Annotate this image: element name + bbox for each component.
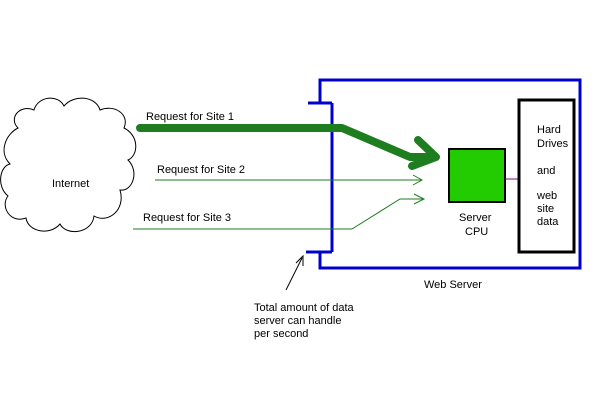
storage-line-3: and xyxy=(537,165,555,177)
request-site-1: Request for Site 1 xyxy=(136,111,440,170)
storage-line-5: site xyxy=(537,203,554,215)
annotation-line-3: per second xyxy=(254,328,308,340)
storage-line-2: Drives xyxy=(537,138,569,150)
request-site-2-label: Request for Site 2 xyxy=(157,164,245,176)
bandwidth-annotation: Total amount of data server can handle p… xyxy=(254,254,355,340)
internet-label: Internet xyxy=(52,178,89,190)
cpu-label-line2: CPU xyxy=(465,226,488,238)
cpu-label-line1: Server xyxy=(459,212,492,224)
request-site-3-line xyxy=(133,198,424,230)
server-cpu: Server CPU xyxy=(448,148,506,238)
request-site-3-arrowhead xyxy=(413,193,426,205)
cpu-box xyxy=(448,148,506,203)
annotation-line-2: server can handle xyxy=(254,315,341,327)
cloud-shape xyxy=(0,97,137,232)
storage-rect xyxy=(517,98,576,254)
web-server-label: Web Server xyxy=(424,279,482,291)
request-site-3: Request for Site 3 xyxy=(133,193,426,230)
annotation-pointer-line xyxy=(285,257,303,291)
storage-line-4: web xyxy=(536,190,557,202)
storage-line-6: data xyxy=(537,216,559,228)
storage-box: Hard Drives and web site data xyxy=(517,98,576,254)
request-site-2: Request for Site 2 xyxy=(155,164,424,186)
server-border-top xyxy=(306,78,582,270)
request-site-1-arrowhead xyxy=(408,136,440,170)
request-site-3-label: Request for Site 3 xyxy=(143,212,231,224)
annotation-line-1: Total amount of data xyxy=(254,302,355,314)
request-site-1-label: Request for Site 1 xyxy=(146,111,234,123)
request-site-2-arrowhead xyxy=(412,174,424,186)
storage-line-1: Hard xyxy=(537,124,561,136)
internet-cloud: Internet xyxy=(0,97,137,232)
request-site-1-line xyxy=(136,124,436,161)
annotation-pointer-head xyxy=(295,254,304,266)
